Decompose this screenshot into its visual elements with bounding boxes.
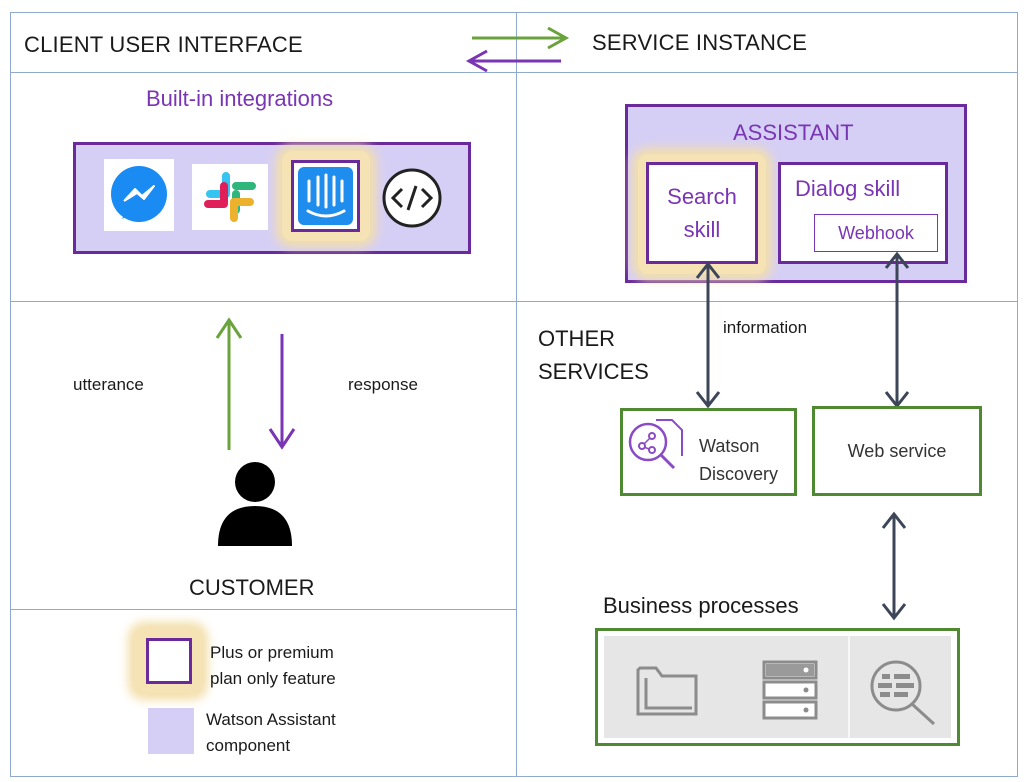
business-panel-divider bbox=[848, 636, 850, 738]
search-skill-label: Search skill bbox=[667, 184, 737, 242]
intercom-icon[interactable] bbox=[291, 160, 360, 232]
web-service-box[interactable]: Web service bbox=[812, 406, 982, 496]
web-service-label: Web service bbox=[847, 440, 947, 461]
assistant-title: ASSISTANT bbox=[733, 120, 854, 145]
search-discovery-arrow bbox=[695, 261, 721, 409]
header-divider bbox=[10, 72, 1018, 73]
other-services-header: OTHER SERVICES bbox=[538, 326, 649, 384]
slack-icon[interactable] bbox=[192, 164, 268, 230]
webservice-business-arrow bbox=[881, 511, 907, 621]
response-arrow bbox=[268, 334, 296, 450]
utterance-arrow bbox=[215, 317, 243, 450]
messenger-icon[interactable] bbox=[104, 159, 174, 231]
purple-left-arrow bbox=[465, 49, 561, 73]
integrations-title: Built-in integrations bbox=[146, 86, 334, 111]
utterance-label: utterance bbox=[73, 375, 144, 394]
green-right-arrow bbox=[472, 26, 570, 50]
dialog-skill-label: Dialog skill bbox=[795, 176, 901, 201]
customer-label: CUSTOMER bbox=[189, 575, 315, 600]
legend-component-label: Watson Assistant component bbox=[206, 710, 336, 755]
legend-plus-swatch bbox=[146, 638, 192, 684]
outer-border-left bbox=[10, 12, 11, 777]
document-search-icon bbox=[870, 660, 936, 726]
folder-icon bbox=[636, 666, 698, 716]
discovery-icon bbox=[628, 419, 683, 470]
webhook-box[interactable]: Webhook bbox=[814, 214, 938, 252]
server-icon bbox=[762, 660, 818, 720]
outer-border-top bbox=[10, 12, 1018, 13]
header-arrows bbox=[465, 26, 570, 73]
client-ui-header: CLIENT USER INTERFACE bbox=[24, 32, 303, 57]
information-label: information bbox=[723, 318, 808, 337]
outer-border-right bbox=[1017, 12, 1018, 777]
webhook-label: Webhook bbox=[838, 222, 914, 243]
outer-border-bottom bbox=[10, 776, 1018, 777]
legend-plus-label: Plus or premium plan only feature bbox=[210, 643, 336, 688]
response-label: response bbox=[348, 375, 418, 394]
watson-discovery-label: Watson Discovery bbox=[699, 436, 779, 484]
customer-flow-arrows bbox=[215, 317, 296, 450]
search-skill-box[interactable]: Search skill bbox=[646, 162, 758, 264]
legend-component-swatch bbox=[148, 708, 194, 754]
code-embed-icon[interactable] bbox=[380, 168, 444, 232]
business-processes-title: Business processes bbox=[603, 593, 799, 618]
person-icon bbox=[218, 462, 292, 546]
webhook-webservice-arrow bbox=[884, 251, 910, 409]
legend-divider bbox=[10, 609, 517, 610]
middle-divider bbox=[10, 301, 1018, 302]
service-instance-header: SERVICE INSTANCE bbox=[592, 30, 808, 55]
center-divider bbox=[516, 12, 517, 777]
